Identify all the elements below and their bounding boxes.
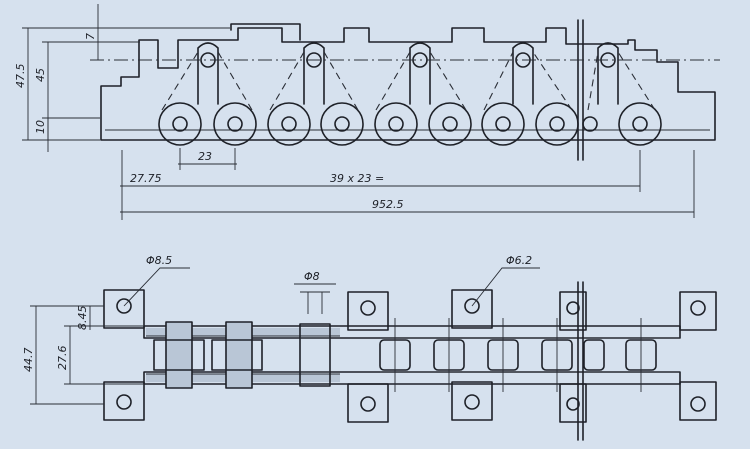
mount-tab	[679, 381, 717, 421]
mount-hole	[566, 397, 580, 411]
attachment-tab	[409, 42, 431, 105]
dim-line-27-6	[64, 325, 144, 385]
dim-height-a: 45	[34, 68, 47, 82]
dim-offset-bottom: 10	[34, 120, 47, 134]
pin-section	[299, 323, 331, 387]
attachment-tab	[197, 42, 219, 105]
bushing	[153, 339, 205, 371]
mount-hole	[690, 300, 706, 316]
mount-hole	[690, 396, 706, 412]
dim-line-44-7	[30, 305, 104, 405]
side-view: 47.5 45 7 10 23 27.75 39 x 23 = 952.5	[14, 4, 720, 220]
pin-hole	[495, 116, 511, 132]
link-circle	[618, 102, 662, 146]
pin-hole	[281, 116, 297, 132]
leader-roller-hole	[471, 267, 540, 307]
sectioned-pins	[153, 321, 331, 389]
mount-hole	[360, 300, 376, 316]
mount-hole	[360, 396, 376, 412]
top-step	[230, 23, 301, 41]
top-tabs	[103, 289, 717, 331]
link-circle	[267, 102, 311, 146]
link-circle	[428, 102, 472, 146]
link-circle	[374, 102, 418, 146]
pin-hole	[334, 116, 350, 132]
dim-width-overall: 44.7	[22, 348, 35, 373]
link-circle	[158, 102, 202, 146]
pin-hole	[227, 116, 243, 132]
link-circle	[481, 102, 525, 146]
pin-hole	[172, 116, 188, 132]
dim-bolt-hole: Φ8.5	[146, 254, 172, 267]
dim-roller-hole: Φ6.2	[506, 254, 532, 267]
dim-first-hole: 27.75	[130, 172, 162, 185]
leader-bolt-hole	[123, 267, 190, 307]
mount-tab	[559, 291, 587, 331]
dim-line-pitch	[178, 148, 237, 170]
dim-line-pitch-count	[120, 150, 641, 220]
dim-line-7	[92, 4, 104, 60]
roller	[583, 339, 605, 371]
attachment-profile	[100, 27, 716, 141]
dim-width-inner: 27.6	[56, 346, 69, 371]
break-line	[577, 19, 584, 161]
bottom-tabs	[103, 381, 717, 423]
mount-hole	[116, 394, 132, 410]
mount-tab	[347, 291, 389, 331]
bushing	[211, 339, 263, 371]
dim-offset-small: 8.45	[76, 306, 89, 331]
mount-tab	[559, 383, 587, 423]
attachment-tab	[597, 42, 619, 105]
link-circles	[158, 102, 662, 146]
dim-line-10	[42, 117, 100, 152]
mount-hole	[566, 301, 580, 315]
pin-hole	[388, 116, 404, 132]
pin-hole	[442, 116, 458, 132]
leader-pin	[294, 283, 336, 314]
dim-line-47-5	[22, 27, 230, 141]
dim-pin: Φ8	[304, 270, 320, 283]
pin-hole	[632, 116, 648, 132]
dim-pitch: 23	[198, 150, 212, 163]
mount-tab	[103, 289, 145, 329]
mount-tab	[451, 381, 493, 421]
hidden-lines	[161, 51, 656, 111]
attachment-tab	[303, 42, 325, 105]
dim-offset-top: 7	[84, 33, 97, 40]
dim-total-length: 952.5	[372, 198, 404, 211]
break-line	[577, 281, 584, 441]
pin-section	[225, 321, 253, 389]
pin-hole	[549, 116, 565, 132]
link-circle	[320, 102, 364, 146]
pin-hole	[582, 116, 598, 132]
mount-tab	[451, 289, 493, 329]
link-circle	[213, 102, 257, 146]
mount-hole	[464, 394, 480, 410]
attachment-holes	[197, 42, 619, 105]
top-view: Φ8.5 Φ8 Φ6.2 44.7 27.6 8.45	[22, 254, 717, 441]
mount-tab	[103, 381, 145, 421]
mount-tab	[679, 291, 717, 331]
dim-line-total	[120, 150, 695, 218]
pin-section	[165, 321, 193, 389]
rollers	[379, 318, 657, 392]
mount-hole	[116, 298, 132, 314]
dim-line-45	[42, 41, 140, 140]
dim-pitch-count: 39 x 23 =	[330, 172, 384, 185]
chain-rails	[143, 325, 681, 385]
mount-hole	[464, 298, 480, 314]
attachment-tab	[512, 42, 534, 105]
mount-tab	[347, 383, 389, 423]
dim-height-overall: 47.5	[14, 64, 27, 89]
